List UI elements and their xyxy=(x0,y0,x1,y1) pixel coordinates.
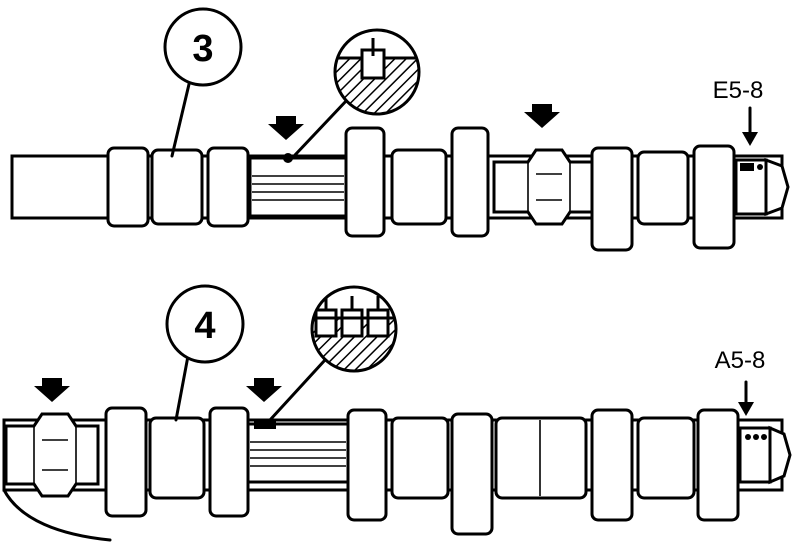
detail-magnifier-top xyxy=(333,28,421,116)
callout-3: 3 xyxy=(163,7,243,87)
code-label-bottom: A5-8 xyxy=(715,347,766,374)
detail-magnifier-bottom xyxy=(310,285,398,373)
camshaft-4 xyxy=(2,354,792,542)
callout-4: 4 xyxy=(165,284,245,364)
callout-3-label: 3 xyxy=(192,28,213,70)
code-label-top: E5-8 xyxy=(713,77,764,104)
camshaft-3 xyxy=(10,78,790,252)
callout-4-label: 4 xyxy=(194,305,215,347)
